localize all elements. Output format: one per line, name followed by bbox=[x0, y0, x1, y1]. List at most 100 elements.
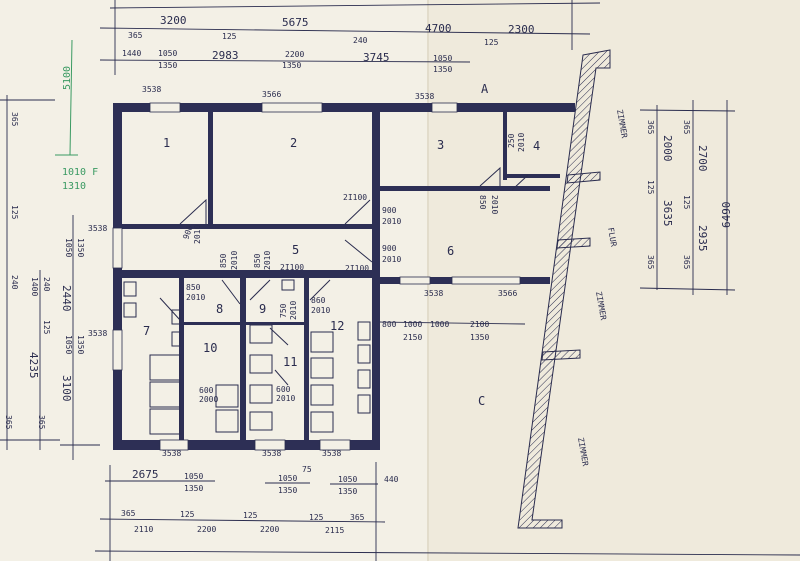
dim-1050b: 1050 bbox=[433, 54, 452, 63]
dim-1350e: 1350 bbox=[184, 484, 203, 493]
dim-bottom-2200: 2200 bbox=[197, 525, 216, 534]
dim-3745: 3745 bbox=[363, 51, 390, 64]
dim-left-3100: 3100 bbox=[60, 375, 73, 402]
dim-1350f: 1350 bbox=[278, 486, 297, 495]
dim-1350g: 1350 bbox=[338, 487, 357, 496]
door-label: 2010 bbox=[263, 251, 272, 270]
dim-left-365: 365 bbox=[10, 112, 19, 127]
dim-right-365d: 365 bbox=[682, 255, 691, 270]
dim-right-365b: 365 bbox=[646, 255, 655, 270]
dim-left-4235: 4235 bbox=[27, 352, 40, 379]
door-label: 2010 bbox=[289, 301, 298, 320]
dim-right-6490: 6490 bbox=[720, 202, 733, 229]
door-label: 2I100 bbox=[345, 264, 369, 273]
sanitary-fixtures bbox=[123, 279, 371, 435]
door-label: 2010 bbox=[276, 394, 295, 403]
room-8: 8 bbox=[216, 302, 223, 316]
dim-right-2000: 2000 bbox=[661, 135, 674, 162]
door-label: 2010 bbox=[230, 251, 239, 270]
dim-bottom-125: 125 bbox=[180, 510, 195, 519]
dim-2983: 2983 bbox=[212, 49, 239, 62]
green-note-1010f: 1010 F bbox=[62, 167, 98, 178]
opening-3538: 3538 bbox=[142, 85, 161, 94]
dim-right-2700: 2700 bbox=[696, 145, 709, 172]
dim-left-240: 240 bbox=[10, 275, 19, 290]
dim-1050e: 1050 bbox=[338, 475, 357, 484]
room-5: 5 bbox=[292, 243, 299, 257]
right-dimensions: 365 2000 125 3635 365 365 2700 125 2935 … bbox=[646, 120, 733, 270]
dim-bottom-365b: 365 bbox=[350, 513, 365, 522]
room-11: 11 bbox=[283, 355, 297, 369]
dim-left-1400: 1400 bbox=[30, 277, 39, 296]
dim-75: 75 bbox=[302, 465, 312, 474]
bottom-dimensions: 3538 3538 3538 2675 1050 1350 1050 1350 … bbox=[121, 449, 399, 535]
section-mark-c: C bbox=[478, 394, 485, 408]
dim-top-125b: 125 bbox=[484, 38, 499, 47]
dim-1350b: 1350 bbox=[282, 61, 301, 70]
green-note-5100: 5100 bbox=[62, 66, 73, 90]
dim-left-1350: 1350 bbox=[76, 238, 85, 257]
dim-left-240b: 240 bbox=[42, 277, 51, 292]
room-7: 7 bbox=[143, 324, 150, 338]
door-label: 2000 bbox=[199, 395, 218, 404]
room-9: 9 bbox=[259, 302, 266, 316]
green-note-line bbox=[55, 39, 78, 156]
room-numbers: 1 2 3 4 5 6 7 8 9 10 11 12 bbox=[143, 136, 540, 369]
opening-3538c: 3538 bbox=[424, 289, 443, 298]
dim-top-240: 240 bbox=[353, 36, 368, 45]
door-swings bbox=[159, 166, 529, 386]
dim-bottom-125b: 125 bbox=[243, 511, 258, 520]
door-label: 850 bbox=[219, 253, 228, 268]
dim-left-1350b: 1350 bbox=[76, 335, 85, 354]
dim-2200: 2200 bbox=[285, 50, 304, 59]
dim-top-5675: 5675 bbox=[282, 16, 309, 29]
dim-right-365c: 365 bbox=[682, 120, 691, 135]
door-label: 900 bbox=[382, 206, 397, 215]
dim-1440: 1440 bbox=[122, 49, 141, 58]
door-label: 860 bbox=[311, 296, 326, 305]
door-label: 750 bbox=[279, 303, 288, 318]
door-label: 2010 bbox=[490, 195, 499, 214]
dim-1050: 1050 bbox=[158, 49, 177, 58]
door-label: 3538 bbox=[88, 329, 107, 338]
section-mark-a: A bbox=[481, 82, 489, 96]
dim-top-4700: 4700 bbox=[425, 22, 452, 35]
dim-top-125: 125 bbox=[222, 32, 237, 41]
room-2: 2 bbox=[290, 136, 297, 150]
door-label: 850 bbox=[478, 195, 487, 210]
opening-3538e: 3538 bbox=[262, 449, 281, 458]
door-label: 2010 bbox=[382, 255, 401, 264]
room-4: 4 bbox=[533, 139, 540, 153]
dim-left-1050: 1050 bbox=[64, 238, 73, 257]
door-label: 600 bbox=[199, 386, 214, 395]
dim-2100: 2100 bbox=[470, 320, 489, 329]
dim-2150: 2150 bbox=[403, 333, 422, 342]
dim-right-125: 125 bbox=[646, 180, 655, 195]
dim-bottom-2200b: 2200 bbox=[260, 525, 279, 534]
dim-1350d: 1350 bbox=[470, 333, 489, 342]
door-label: 900 bbox=[382, 244, 397, 253]
dim-top-3200: 3200 bbox=[160, 14, 187, 27]
dim-left-2440: 2440 bbox=[60, 285, 73, 312]
door-label: 3538 bbox=[88, 224, 107, 233]
green-note-1310: 1310 bbox=[62, 181, 86, 192]
dim-right-365: 365 bbox=[646, 120, 655, 135]
dim-1050c: 1050 bbox=[184, 472, 203, 481]
door-label: 250 bbox=[507, 133, 516, 148]
door-label: 2010 bbox=[382, 217, 401, 226]
dim-1350c: 1350 bbox=[433, 65, 452, 74]
dim-top-365: 365 bbox=[128, 31, 143, 40]
openings bbox=[112, 102, 521, 451]
dim-left-125b: 125 bbox=[42, 320, 51, 335]
opening-3566: 3566 bbox=[262, 90, 281, 99]
dim-bottom-365: 365 bbox=[121, 509, 136, 518]
dim-800: 800 bbox=[382, 320, 397, 329]
dim-440: 440 bbox=[384, 475, 399, 484]
slanted-exterior-wall bbox=[517, 49, 611, 529]
opening-3538d: 3538 bbox=[162, 449, 181, 458]
label-flur: FLUR bbox=[606, 227, 618, 248]
door-label: 2I100 bbox=[280, 263, 304, 272]
door-label: 2I100 bbox=[343, 193, 367, 202]
